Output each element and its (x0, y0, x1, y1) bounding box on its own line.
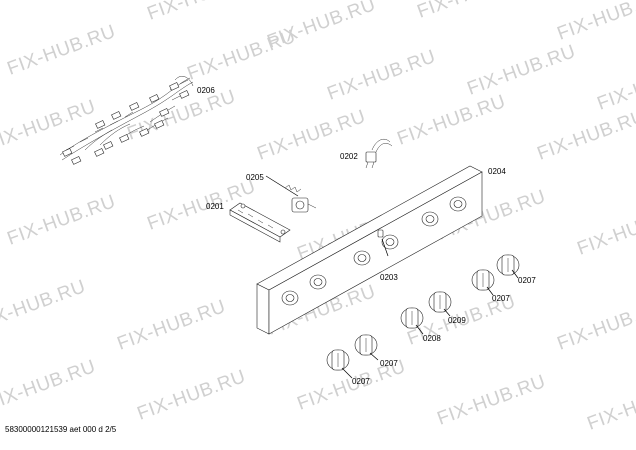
panel-knob-holes (281, 196, 467, 306)
label-knob-left-a: 0207 (380, 359, 398, 368)
watermark-text: FIX-HUB.RU (435, 371, 549, 430)
watermark-text: FIX-HUB.RU (0, 96, 99, 155)
watermark-text: FIX-HUB.RU (5, 191, 119, 250)
label-indicator-lamp: 0203 (380, 273, 398, 282)
knob-right-upper (496, 254, 520, 279)
drawing-reference: 58300000121539 aet 000 d 2/5 (5, 425, 117, 434)
watermark-text: FIX-HUB.RU (575, 201, 636, 260)
watermark-text: FIX-HUB.RU (415, 0, 529, 23)
knob-left-pair (326, 334, 379, 379)
label-wiring-harness: 0206 (197, 86, 215, 95)
label-knob-left-b: 0207 (352, 377, 370, 386)
watermark-text: FIX-HUB.RU (0, 356, 99, 415)
watermark-text: FIX-HUB.RU (535, 106, 636, 165)
control-panel (256, 165, 483, 335)
watermark-text: FIX-HUB.RU (325, 46, 439, 105)
clip-part (365, 139, 393, 169)
label-clip-part: 0202 (340, 152, 358, 161)
label-knob-right-upper: 0207 (518, 276, 536, 285)
label-spring-part: 0205 (246, 173, 264, 182)
label-thermostat-bracket: 0201 (206, 202, 224, 211)
watermark-text: FIX-HUB.RU (395, 91, 509, 150)
watermark-text: FIX-HUB.RU (185, 26, 299, 85)
thermostat-bracket (229, 202, 291, 243)
watermark-text: FIX-HUB.RU (5, 21, 119, 80)
watermark-text: FIX-HUB.RU (465, 41, 579, 100)
watermark-text: FIX-HUB.RU (595, 56, 636, 115)
watermark-text: FIX-HUB.RU (0, 276, 89, 335)
spring-part (265, 175, 317, 213)
knob-right-lower (471, 269, 495, 296)
watermark-text: FIX-HUB.RU (585, 376, 636, 435)
label-knob-mid: 0209 (448, 316, 466, 325)
watermark-text: FIX-HUB.RU (555, 0, 636, 45)
watermark-text: FIX-HUB.RU (145, 0, 259, 25)
label-control-panel: 0204 (488, 167, 506, 176)
label-knob-mid-lower: 0208 (423, 334, 441, 343)
label-knob-right-lower: 0207 (492, 294, 510, 303)
watermark-text: FIX-HUB.RU (555, 296, 636, 355)
watermark-text: FIX-HUB.RU (135, 366, 249, 425)
knob-mid (428, 291, 452, 317)
knob-mid-lower (400, 307, 424, 335)
watermark-text: FIX-HUB.RU (115, 296, 229, 355)
wiring-harness (59, 76, 194, 165)
